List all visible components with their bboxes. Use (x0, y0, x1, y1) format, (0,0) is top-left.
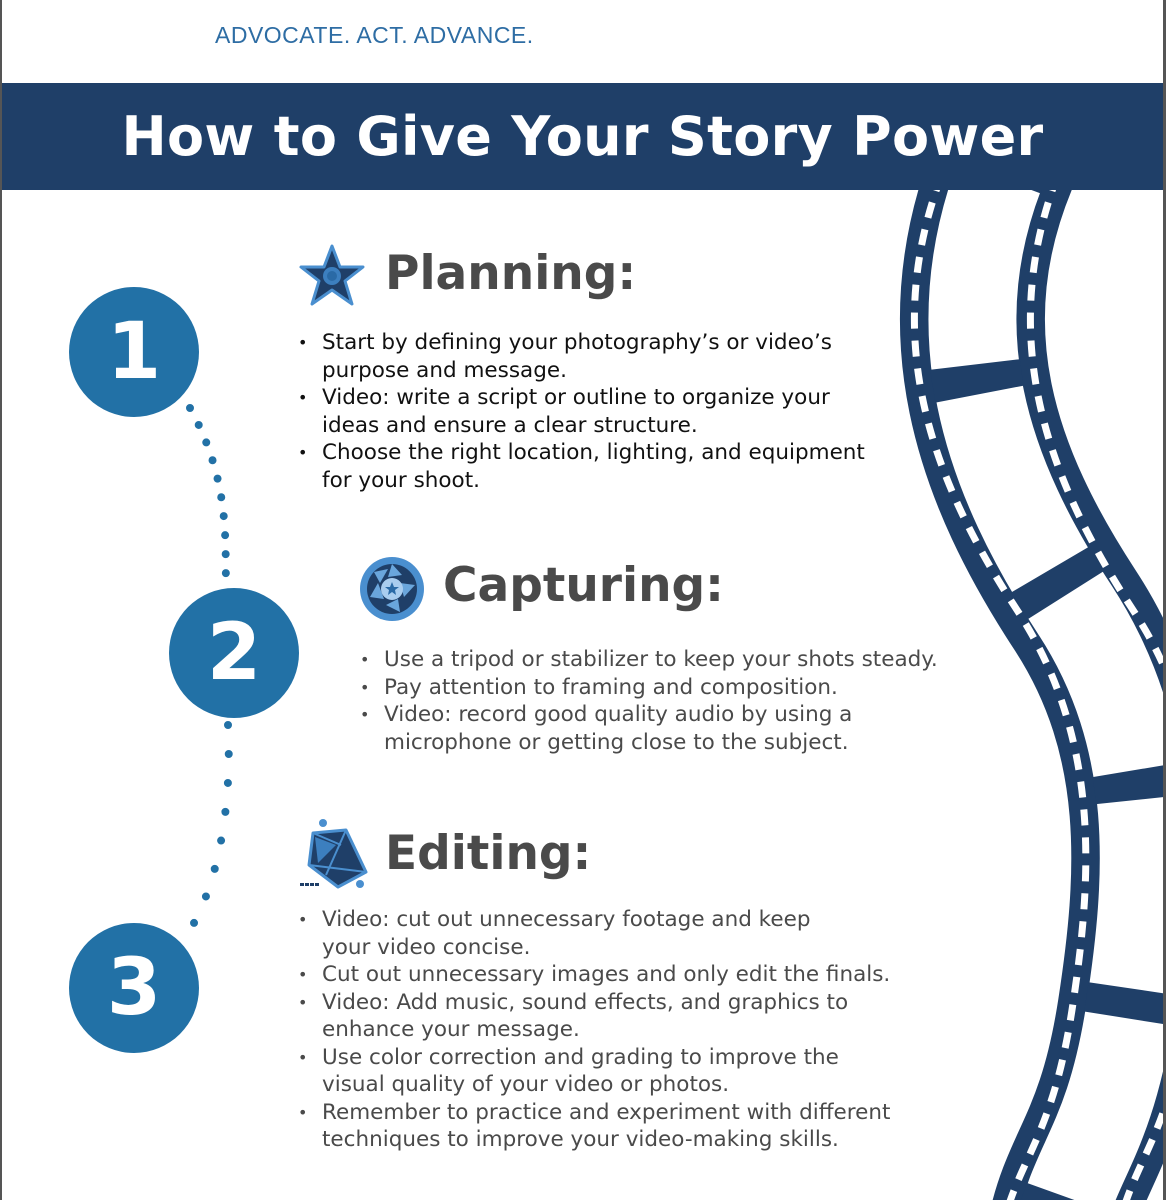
tagline: ADVOCATE. ACT. ADVANCE. (215, 22, 534, 48)
step-number-1: 1 (69, 287, 199, 417)
list-item: Video: cut out unnecessary footage and k… (298, 906, 862, 961)
capturing-bullets: Use a tripod or stabilizer to keep your … (360, 646, 960, 756)
step-number-3: 3 (69, 923, 199, 1053)
list-item: Choose the right location, lighting, and… (298, 439, 868, 494)
section-title-planning: Planning: (385, 246, 637, 301)
page-title: How to Give Your Story Power (121, 105, 1044, 168)
list-item: Pay attention to framing and composition… (360, 674, 960, 702)
list-item: Cut out unnecessary images and only edit… (298, 961, 898, 989)
list-item: Remember to practice and experiment with… (298, 1099, 902, 1154)
list-item: Video: Add music, sound effects, and gra… (298, 989, 862, 1044)
editing-bullets: Video: cut out unnecessary footage and k… (298, 906, 898, 1154)
list-item: Video: write a script or outline to orga… (298, 384, 868, 439)
step-number-2: 2 (169, 588, 299, 718)
right-border (1163, 0, 1166, 1200)
list-item: Use color correction and grading to impr… (298, 1044, 898, 1099)
list-item: Start by defining your photography’s or … (298, 329, 868, 384)
aperture-icon (360, 557, 424, 621)
left-border (0, 0, 2, 1200)
list-item: Video: record good quality audio by usin… (360, 701, 854, 756)
section-title-editing: Editing: (385, 826, 592, 881)
planning-bullets: Start by defining your photography’s or … (298, 329, 868, 494)
editing-shapes-icon (300, 819, 368, 889)
title-banner: How to Give Your Story Power (2, 83, 1163, 190)
list-item: Use a tripod or stabilizer to keep your … (360, 646, 960, 674)
star-camera-icon (299, 244, 365, 306)
dotted-connector (186, 404, 233, 934)
section-title-capturing: Capturing: (443, 558, 724, 613)
